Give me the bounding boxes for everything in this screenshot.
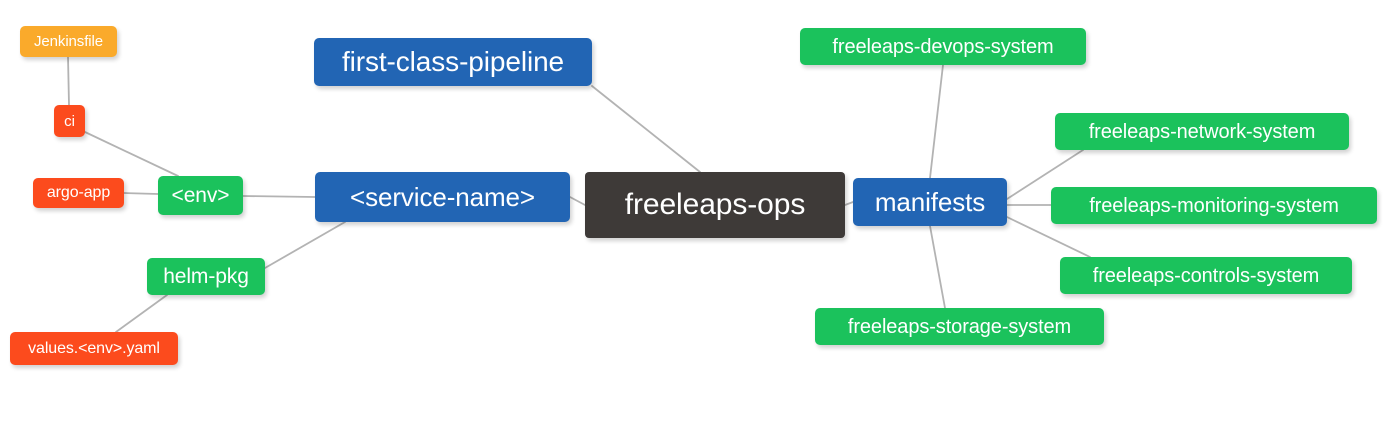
edge-freeleaps-ops-to-manifests: [844, 201, 854, 206]
mindmap-node-ci[interactable]: ci: [54, 105, 85, 137]
edge-env-to-argo-app: [123, 192, 159, 195]
mindmap-node-service-name[interactable]: <service-name>: [315, 172, 570, 222]
mindmap-node-helm-pkg[interactable]: helm-pkg: [147, 258, 265, 295]
node-label-freeleaps-monitoring-system: freeleaps-monitoring-system: [1089, 194, 1339, 217]
edge-service-name-to-helm-pkg: [264, 221, 346, 269]
mindmap-node-manifests[interactable]: manifests: [853, 178, 1007, 226]
mindmap-node-freeleaps-network-system[interactable]: freeleaps-network-system: [1055, 113, 1349, 150]
node-label-freeleaps-controls-system: freeleaps-controls-system: [1092, 264, 1320, 287]
mindmap-node-freeleaps-monitoring-system[interactable]: freeleaps-monitoring-system: [1051, 187, 1377, 224]
node-label-env: <env>: [171, 184, 230, 207]
node-label-service-name: <service-name>: [349, 182, 536, 212]
node-label-Jenkinsfile: Jenkinsfile: [34, 33, 103, 50]
edge-service-name-to-env: [242, 195, 316, 198]
node-label-ci: ci: [64, 112, 75, 130]
node-label-freeleaps-devops-system: freeleaps-devops-system: [832, 35, 1054, 58]
node-label-helm-pkg: helm-pkg: [163, 265, 249, 288]
edge-env-to-ci: [84, 131, 179, 177]
edge-freeleaps-ops-to-first-class-pipeline: [591, 85, 701, 173]
node-label-values-env-yaml: values.<env>.yaml: [28, 339, 160, 357]
mindmap-node-first-class-pipeline[interactable]: first-class-pipeline: [314, 38, 592, 86]
node-label-manifests: manifests: [874, 187, 986, 217]
mindmap-node-Jenkinsfile[interactable]: Jenkinsfile: [20, 26, 117, 57]
mindmap-node-freeleaps-ops[interactable]: freeleaps-ops: [585, 172, 845, 238]
edge-helm-pkg-to-values-env-yaml: [115, 294, 168, 333]
node-label-freeleaps-ops: freeleaps-ops: [624, 188, 806, 221]
mindmap-node-freeleaps-storage-system[interactable]: freeleaps-storage-system: [815, 308, 1104, 345]
mindmap-node-freeleaps-devops-system[interactable]: freeleaps-devops-system: [800, 28, 1086, 65]
node-label-freeleaps-storage-system: freeleaps-storage-system: [847, 315, 1072, 338]
edge-ci-to-Jenkinsfile: [67, 56, 70, 106]
edge-freeleaps-ops-to-service-name: [569, 196, 586, 206]
edge-manifests-to-freeleaps-devops-system: [929, 64, 944, 179]
mindmap-node-env[interactable]: <env>: [158, 176, 243, 215]
edge-manifests-to-freeleaps-storage-system: [929, 225, 946, 309]
mindmap-node-values-env-yaml[interactable]: values.<env>.yaml: [10, 332, 178, 365]
mindmap-node-argo-app[interactable]: argo-app: [33, 178, 124, 208]
node-label-freeleaps-network-system: freeleaps-network-system: [1088, 120, 1316, 143]
node-label-argo-app: argo-app: [46, 184, 111, 201]
node-label-first-class-pipeline: first-class-pipeline: [341, 46, 565, 77]
mindmap-node-freeleaps-controls-system[interactable]: freeleaps-controls-system: [1060, 257, 1352, 294]
